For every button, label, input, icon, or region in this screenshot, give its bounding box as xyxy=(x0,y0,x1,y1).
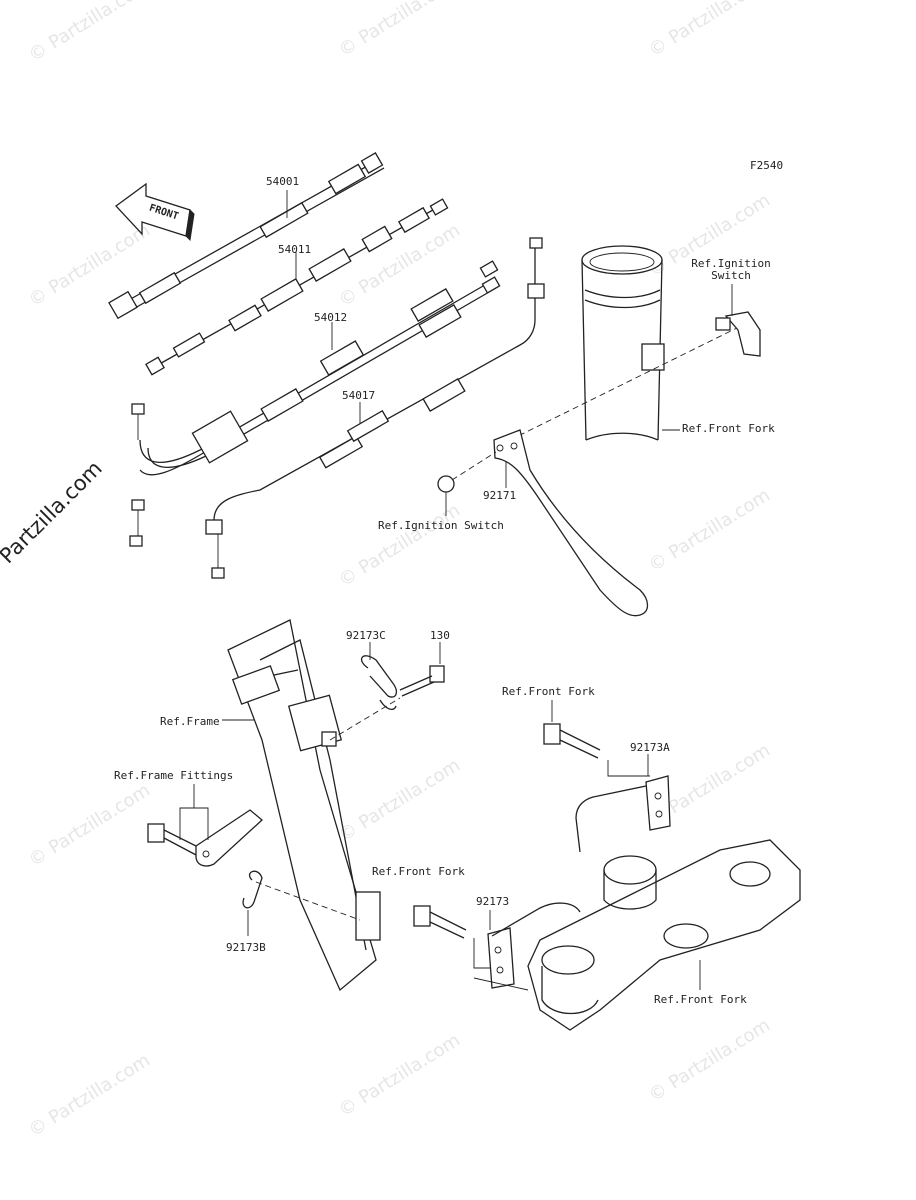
part-label-92173a: 92173A xyxy=(630,741,670,754)
ref-ignition-switch-label-top: Ref.Ignition Switch xyxy=(676,258,786,282)
throttle-cables xyxy=(129,260,501,547)
front-fork-tube xyxy=(509,245,746,441)
frame-fittings xyxy=(147,784,361,936)
triple-clamp xyxy=(527,839,801,1031)
ref-front-fork-label: Ref.Front Fork xyxy=(682,422,775,435)
ref-frame-label: Ref.Frame xyxy=(160,715,220,728)
part-label-54012: 54012 xyxy=(314,311,348,324)
clip-92173c xyxy=(360,642,398,711)
part-label-54017: 54017 xyxy=(342,389,376,402)
frame-section xyxy=(222,619,381,992)
front-arrow-icon: FRONT xyxy=(115,182,195,242)
part-label-92173: 92173 xyxy=(476,895,510,908)
ref-frame-fittings-label: Ref.Frame Fittings xyxy=(114,769,234,782)
speedometer-cable xyxy=(108,152,385,320)
part-label-92173b: 92173B xyxy=(226,941,266,954)
bracket-92173a xyxy=(575,754,671,853)
ref-front-fork-label: Ref.Front Fork xyxy=(654,993,747,1006)
ref-ignition-switch-line2: Switch xyxy=(711,269,751,282)
choke-cable xyxy=(205,237,545,579)
part-label-92171: 92171 xyxy=(483,489,517,502)
cable-bracket xyxy=(437,429,649,617)
ignition-switch-bracket xyxy=(715,284,761,357)
ref-ignition-switch-label: Ref.Ignition Switch xyxy=(378,519,504,532)
ref-front-fork-label: Ref.Front Fork xyxy=(502,685,595,698)
ref-front-fork-label: Ref.Front Fork xyxy=(372,865,465,878)
figure-id: F2540 xyxy=(750,159,784,172)
part-label-92173c: 92173C xyxy=(346,629,386,642)
bolt-130 xyxy=(329,642,445,741)
part-label-54011: 54011 xyxy=(278,243,312,256)
ref-ignition-switch-line1: Ref.Ignition xyxy=(691,257,771,270)
part-label-130: 130 xyxy=(430,629,450,642)
clutch-cable xyxy=(145,198,449,376)
part-label-54001: 54001 xyxy=(266,175,300,188)
bolt-92173 xyxy=(413,902,581,991)
bolt-92173a xyxy=(543,700,650,777)
